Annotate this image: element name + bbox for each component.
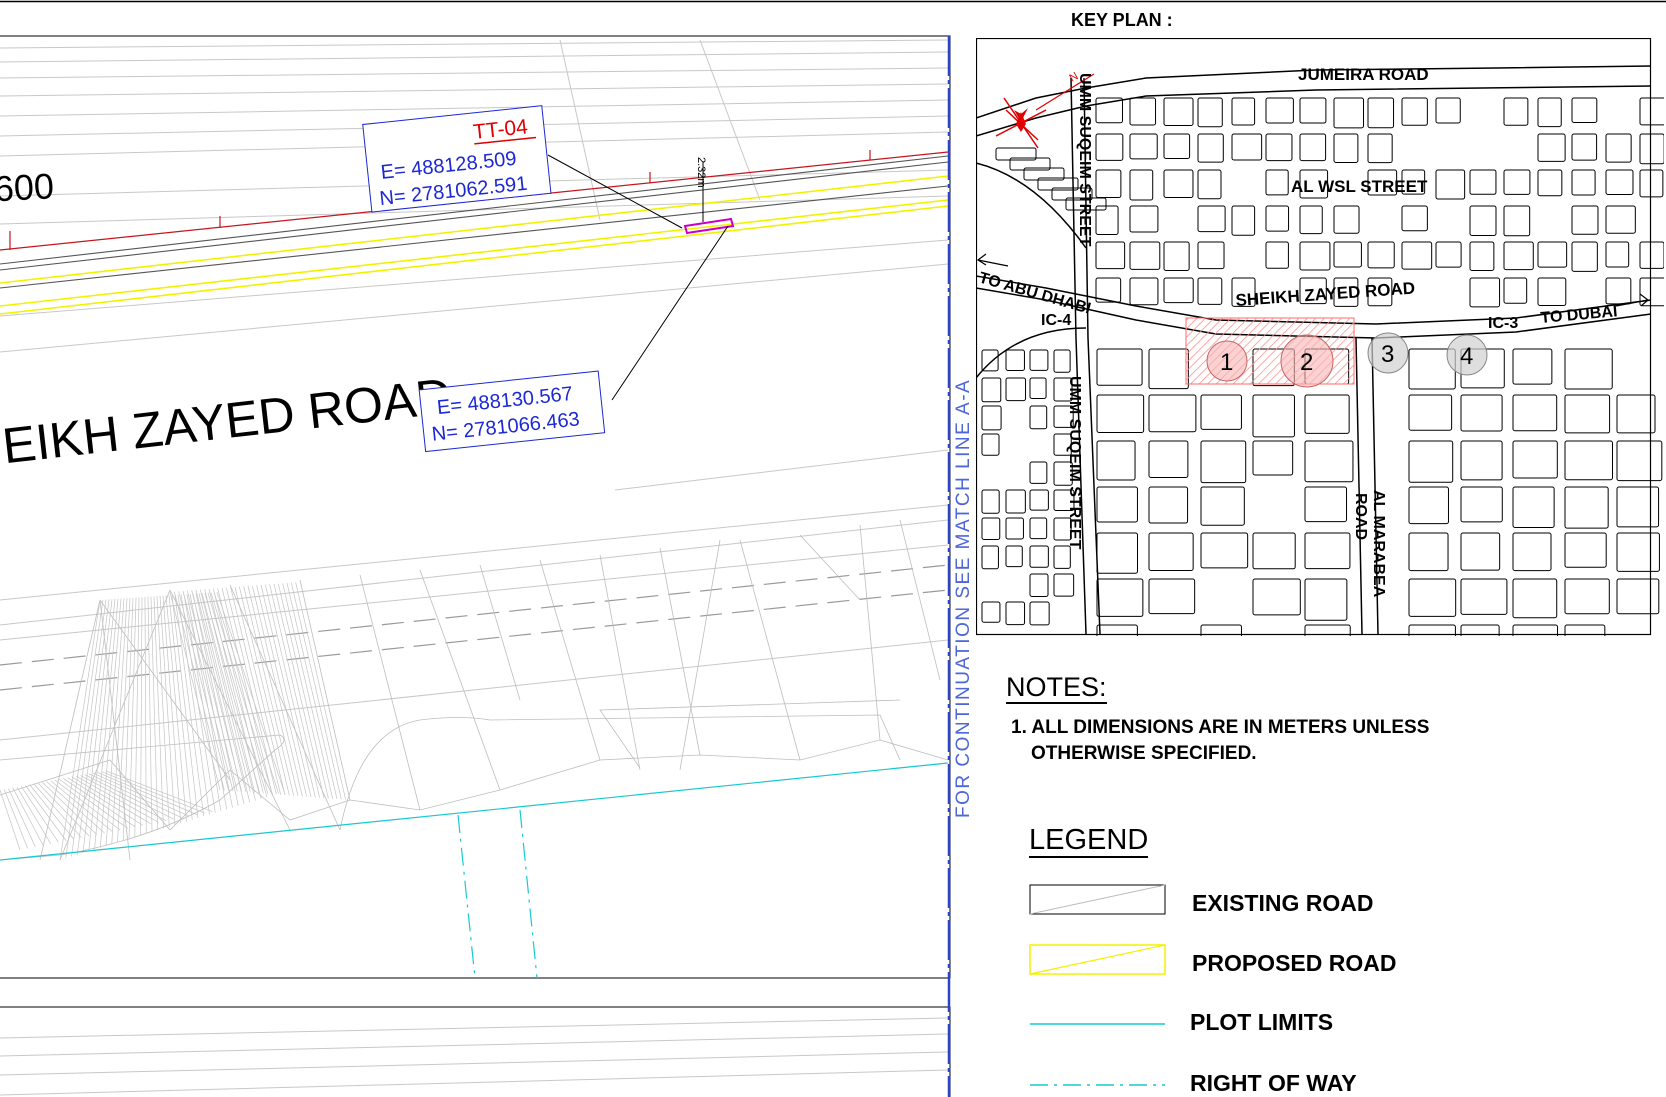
marker-2-label: 2 (1300, 349, 1313, 376)
key-plan-title: KEY PLAN : (1071, 10, 1173, 30)
key-plan-map[interactable]: 1 2 3 4 N JUMEIRA ROAD AL WSL STREET SHE… (976, 38, 1664, 636)
direction-arrows (976, 253, 1649, 307)
notes-title: NOTES: (1006, 672, 1107, 704)
leader-lines (547, 154, 729, 401)
key-plan-markers: 1 2 3 4 (1206, 332, 1488, 388)
arrow-to-abu-dhabi-icon (977, 259, 1009, 267)
proposed-road-lines (0, 175, 949, 315)
marker-1-label: 1 (1220, 349, 1233, 376)
legend-title: LEGEND (1029, 824, 1149, 858)
label-umm-suqeim-street-upper: UMM SUQEIM STREET (1076, 73, 1093, 247)
legend-label-right-of-way: RIGHT OF WAY (1190, 1070, 1357, 1096)
match-line-label: FOR CONTINUATION SEE MATCH LINE A-A (953, 379, 974, 818)
label-al-marabea: AL MARABEA (1370, 490, 1387, 598)
legend-swatch-proposed-road (1029, 944, 1166, 975)
point-label-underline (474, 136, 537, 145)
legend-swatch-existing-road (1029, 884, 1166, 915)
note-item-1: 1. ALL DIMENSIONS ARE IN METERS UNLESS (1011, 717, 1430, 738)
terrain-mesh (0, 519, 949, 861)
label-to-dubai: TO DUBAI (1540, 303, 1618, 327)
point-marker[interactable] (683, 217, 735, 235)
dashed-lines (0, 564, 949, 691)
marker-4-circle (1446, 334, 1488, 376)
marker-4-label: 4 (1460, 343, 1473, 370)
road-name-label: EIKH ZAYED ROAD (0, 368, 455, 475)
label-ic-3: IC-3 (1488, 315, 1518, 332)
key-plan-blocks (981, 97, 1664, 636)
lower-frame-lines (0, 1017, 949, 1096)
plot-limit-lines (0, 762, 949, 979)
label-al-marabea-road: ROAD (1352, 493, 1369, 540)
legend-label-plot-limits: PLOT LIMITS (1190, 1009, 1334, 1035)
marker-1-circle (1206, 340, 1248, 382)
slope-hatching (0, 582, 347, 861)
marker-3-circle (1367, 332, 1409, 374)
legend-swatch-plot-limits (1030, 1023, 1165, 1025)
marker-3-label: 3 (1381, 341, 1394, 368)
legend-swatch-right-of-way (1030, 1084, 1165, 1086)
road-edge-lines (0, 155, 949, 289)
label-umm-suqeim-street-lower: UMM SUQEIM STREET (1066, 376, 1083, 550)
legend-label-existing-road: EXISTING ROAD (1192, 890, 1374, 916)
coordinate-box-1[interactable]: TT-04 E= 488128.509 N= 2781062.591 (362, 105, 552, 213)
label-jumeira-road: JUMEIRA ROAD (1298, 65, 1429, 84)
arrow-to-dubai-icon (1615, 299, 1649, 307)
marker-2-circle (1280, 334, 1334, 388)
dimension-label: 2.32m (695, 157, 707, 188)
label-al-wasl-street: AL WSL STREET (1291, 177, 1428, 196)
note-item-1-cont: OTHERWISE SPECIFIED. (1031, 743, 1257, 764)
label-ic-4: IC-4 (1041, 312, 1071, 329)
legend-label-proposed-road: PROPOSED ROAD (1192, 950, 1397, 976)
chainage-label: 600 (0, 165, 55, 209)
